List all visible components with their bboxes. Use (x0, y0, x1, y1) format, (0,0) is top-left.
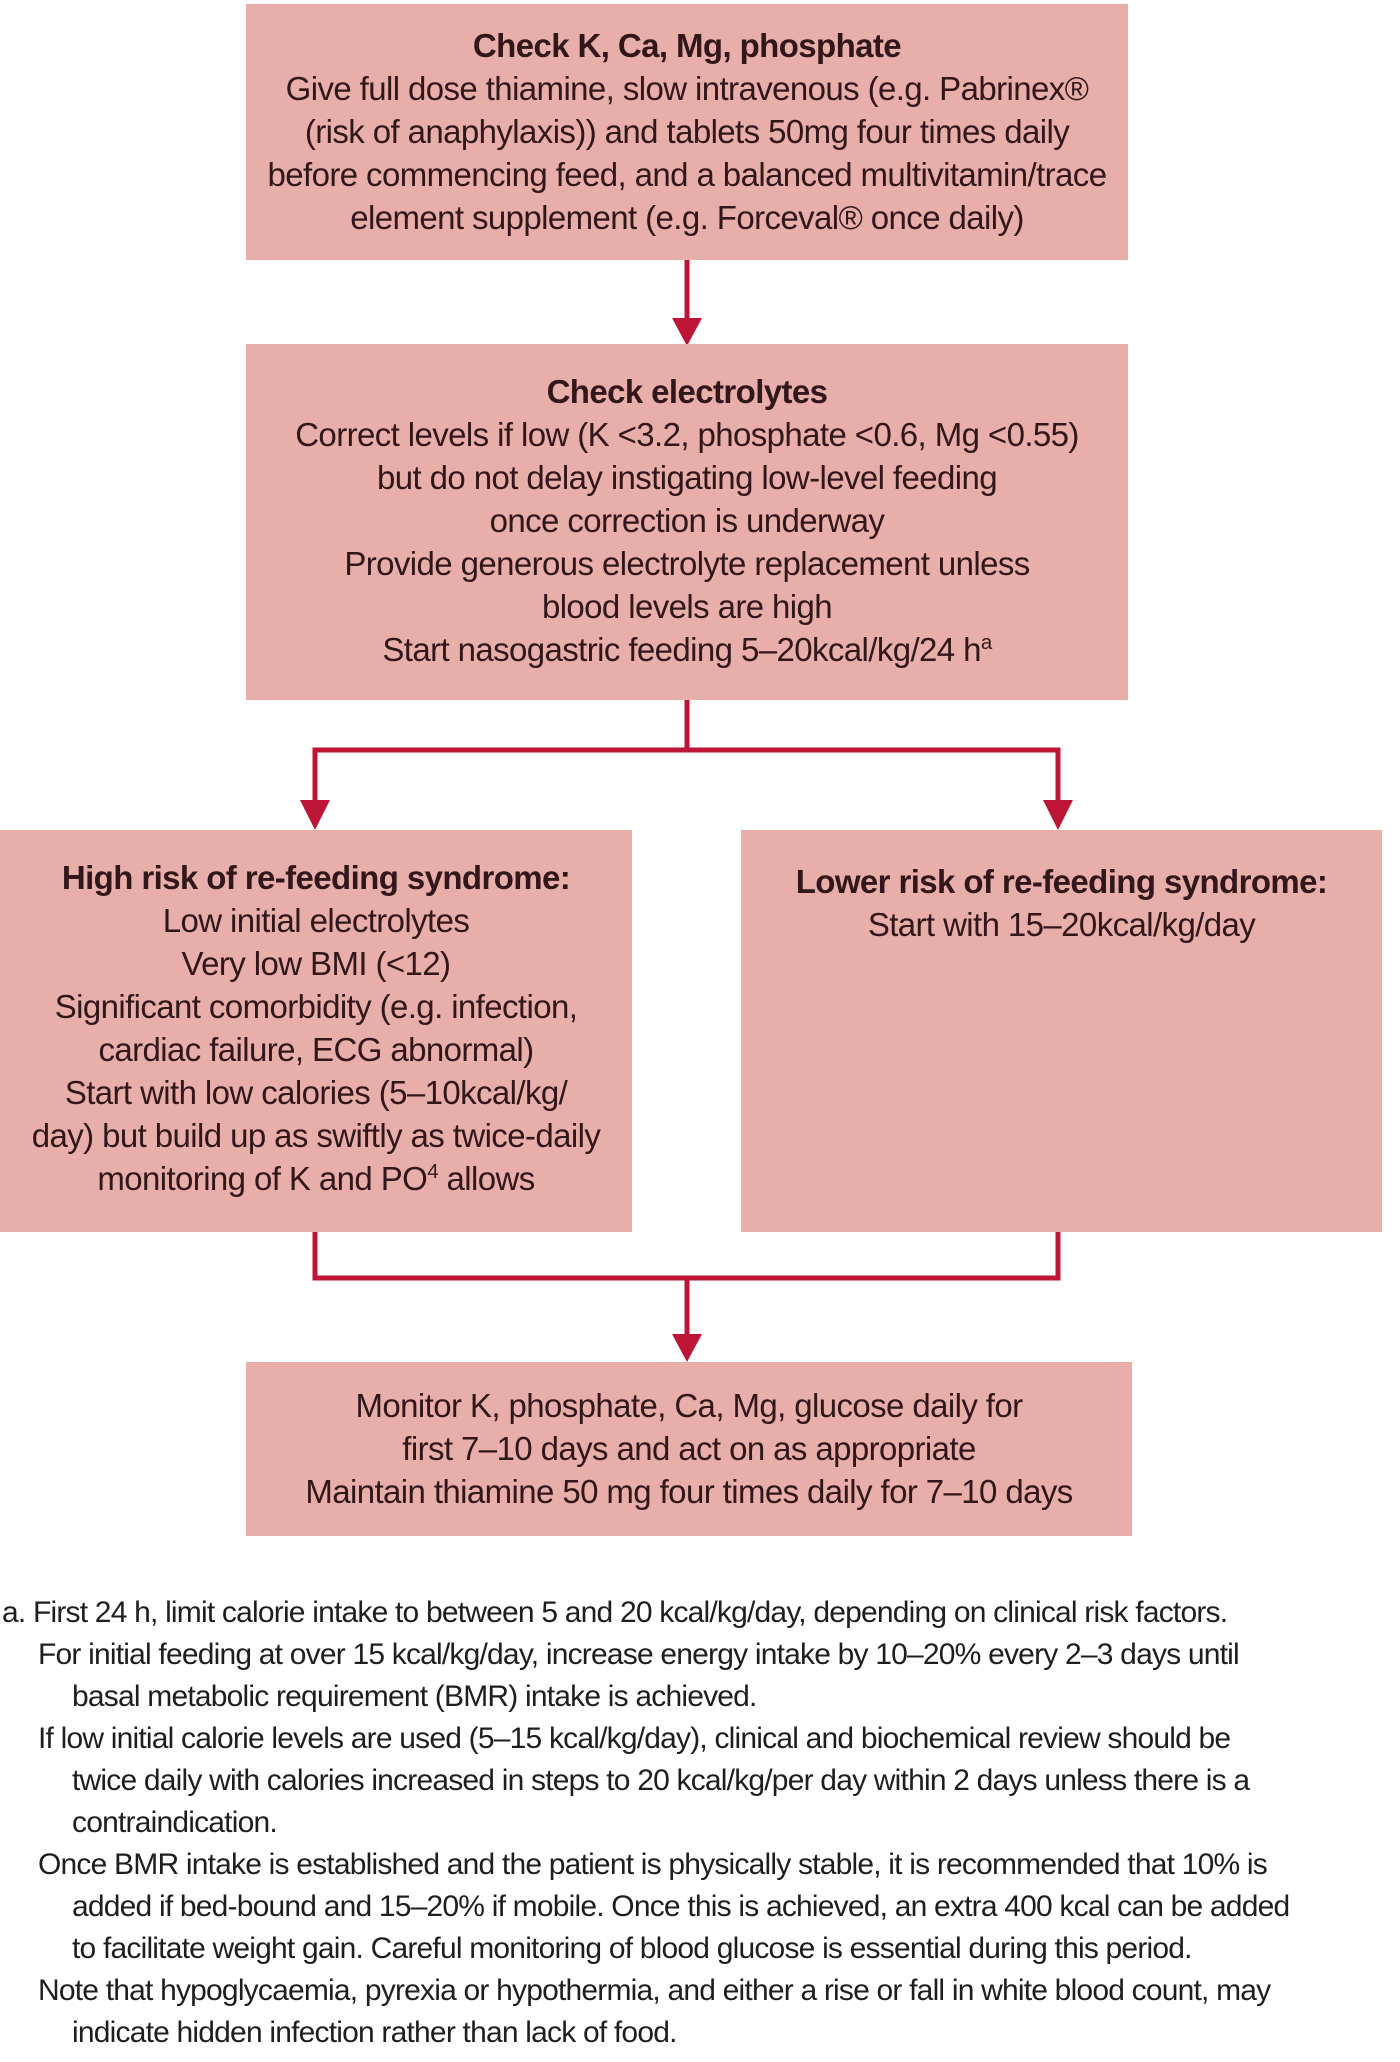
node-line: monitoring of K and PO4 allows (97, 1160, 535, 1197)
node-monitor: Monitor K, phosphate, Ca, Mg, glucose da… (246, 1362, 1132, 1536)
node-high-risk: High risk of re-feeding syndrome: Low in… (0, 830, 632, 1232)
node-line: Very low BMI (<12) (181, 945, 451, 982)
node-line: element supplement (e.g. Forceval® once … (350, 199, 1024, 236)
node-line: day) but build up as swiftly as twice-da… (31, 1117, 601, 1154)
arrow-to-high-risk (300, 748, 330, 830)
connector-merge (312, 1232, 1061, 1281)
footnote-line: Note that hypoglycaemia, pyrexia or hypo… (38, 1974, 1271, 2007)
node-title: Lower risk of re-feeding syndrome: (795, 863, 1328, 900)
node-line: Maintain thiamine 50 mg four times daily… (305, 1473, 1073, 1510)
node-line: Start with 15–20kcal/kg/day (867, 906, 1256, 943)
footnote: a. First 24 h, limit calorie intake to b… (0, 1592, 1400, 2054)
node-line: Give full dose thiamine, slow intravenou… (285, 70, 1089, 107)
footnote-marker-a: a (980, 631, 992, 654)
node-check-vitamins: Check K, Ca, Mg, phosphate Give full dos… (246, 4, 1128, 260)
node-line: Start with low calories (5–10kcal/kg/ (64, 1074, 568, 1111)
node-line: Correct levels if low (K <3.2, phosphate… (295, 416, 1079, 453)
node-line: Low initial electrolytes (162, 902, 470, 939)
node-line: but do not delay instigating low-level f… (377, 459, 998, 496)
node-lower-risk: Lower risk of re-feeding syndrome: Start… (741, 830, 1382, 1232)
footnote-line: Once BMR intake is established and the p… (38, 1848, 1268, 1881)
node-title: High risk of re-feeding syndrome: (61, 859, 571, 896)
footnote-line: If low initial calorie levels are used (… (38, 1722, 1231, 1755)
node-line: Significant comorbidity (e.g. infection, (54, 988, 578, 1025)
node-line: (risk of anaphylaxis)) and tablets 50mg … (304, 113, 1070, 150)
footnote-line: For initial feeding at over 15 kcal/kg/d… (38, 1638, 1240, 1671)
arrow-check-to-electrolytes (672, 260, 702, 346)
footnote-line: added if bed-bound and 15–20% if mobile.… (72, 1890, 1290, 1923)
footnote-line: contraindication. (72, 1806, 278, 1839)
node-line: Start nasogastric feeding 5–20kcal/kg/24… (382, 631, 992, 668)
superscript-4: 4 (427, 1160, 438, 1183)
arrow-to-lower-risk (1043, 748, 1073, 830)
footnote-line: to facilitate weight gain. Careful monit… (72, 1932, 1192, 1965)
node-line: Monitor K, phosphate, Ca, Mg, glucose da… (355, 1387, 1024, 1424)
footnote-line: twice daily with calories increased in s… (72, 1764, 1250, 1797)
connector-branch (312, 700, 1061, 753)
node-line: once correction is underway (489, 502, 885, 539)
node-line: Provide generous electrolyte replacement… (344, 545, 1030, 582)
node-line: first 7–10 days and act on as appropriat… (402, 1430, 976, 1467)
node-check-electrolytes: Check electrolytes Correct levels if low… (246, 344, 1128, 700)
node-line: before commencing feed, and a balanced m… (267, 156, 1108, 193)
footnote-line: basal metabolic requirement (BMR) intake… (72, 1680, 757, 1713)
node-line: blood levels are high (541, 588, 833, 625)
node-title: Check K, Ca, Mg, phosphate (472, 27, 902, 64)
node-line: cardiac failure, ECG abnormal) (98, 1031, 534, 1068)
footnote-line: a. First 24 h, limit calorie intake to b… (2, 1596, 1228, 1629)
arrow-to-monitor (672, 1278, 702, 1362)
footnote-line: indicate hidden infection rather than la… (72, 2016, 677, 2049)
node-title: Check electrolytes (546, 373, 828, 410)
